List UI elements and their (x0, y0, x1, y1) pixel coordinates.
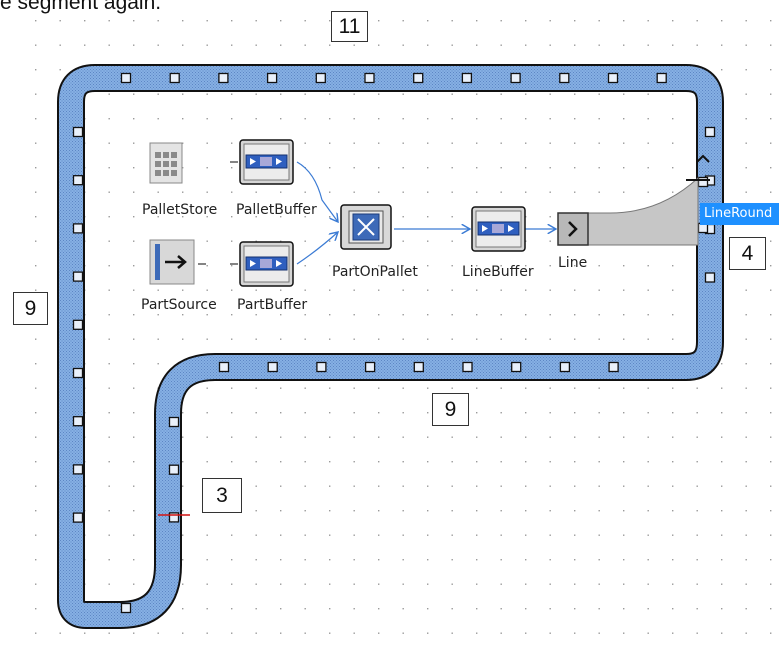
pallet (608, 361, 619, 373)
pallet (72, 416, 84, 427)
pallet (72, 223, 84, 234)
pallet (72, 271, 84, 282)
line-label: Line (558, 255, 588, 271)
conveyor-track[interactable] (57, 64, 724, 629)
pallet (364, 361, 376, 373)
pallet-buffer-icon[interactable] (239, 139, 294, 185)
pallet (607, 72, 619, 84)
pallet (267, 361, 278, 373)
pallet (704, 126, 716, 138)
line-round-selection-label[interactable]: LineRound (700, 203, 779, 225)
pallet (316, 361, 327, 373)
pallet (168, 464, 180, 475)
part-buffer-label: PartBuffer (237, 297, 308, 313)
pallet-store-icon[interactable] (149, 142, 183, 184)
pallet (510, 72, 521, 84)
pallet (413, 361, 424, 373)
pallet (266, 72, 278, 84)
part-source-icon[interactable] (149, 239, 195, 285)
pallet (218, 72, 229, 84)
pallet (364, 72, 375, 84)
pallet (72, 175, 84, 186)
segment-length-left: 9 (13, 292, 48, 325)
pallet (120, 602, 132, 614)
pallet (72, 367, 84, 379)
segment-length-middle: 9 (432, 393, 469, 426)
pallet (697, 176, 709, 188)
pallet (72, 464, 84, 475)
pallet (168, 416, 180, 428)
pallet (559, 361, 571, 373)
segment-length-top: 11 (331, 11, 368, 42)
pallet (168, 512, 180, 523)
pallet (462, 361, 473, 373)
caption-text: e segment again. (0, 0, 162, 14)
pallet (511, 361, 522, 373)
pallet (461, 72, 473, 84)
connectors (198, 161, 556, 265)
pallet (72, 126, 84, 138)
pallet-buffer-label: PalletBuffer (236, 202, 317, 218)
pallet (169, 72, 180, 84)
pallet (656, 72, 667, 84)
part-on-pallet-label: PartOnPallet (332, 264, 418, 280)
pallet (413, 72, 424, 84)
pallet (72, 319, 84, 330)
pallet (218, 361, 230, 373)
pallet-store-label: PalletStore (142, 202, 218, 218)
pallet (315, 72, 326, 84)
line-buffer-icon[interactable] (471, 206, 526, 252)
dot-grid (35, 20, 772, 634)
line-object[interactable] (557, 154, 710, 246)
part-buffer-icon[interactable] (239, 241, 294, 287)
segment-length-right: 4 (729, 237, 766, 270)
part-source-label: PartSource (141, 297, 217, 313)
pallets (72, 72, 716, 614)
pallet (559, 72, 570, 84)
pallet (704, 272, 716, 283)
pallet (120, 72, 132, 84)
part-on-pallet-icon[interactable] (340, 204, 392, 250)
line-buffer-label: LineBuffer (462, 264, 534, 280)
pallet (72, 512, 84, 523)
segment-length-lower: 3 (202, 478, 242, 513)
